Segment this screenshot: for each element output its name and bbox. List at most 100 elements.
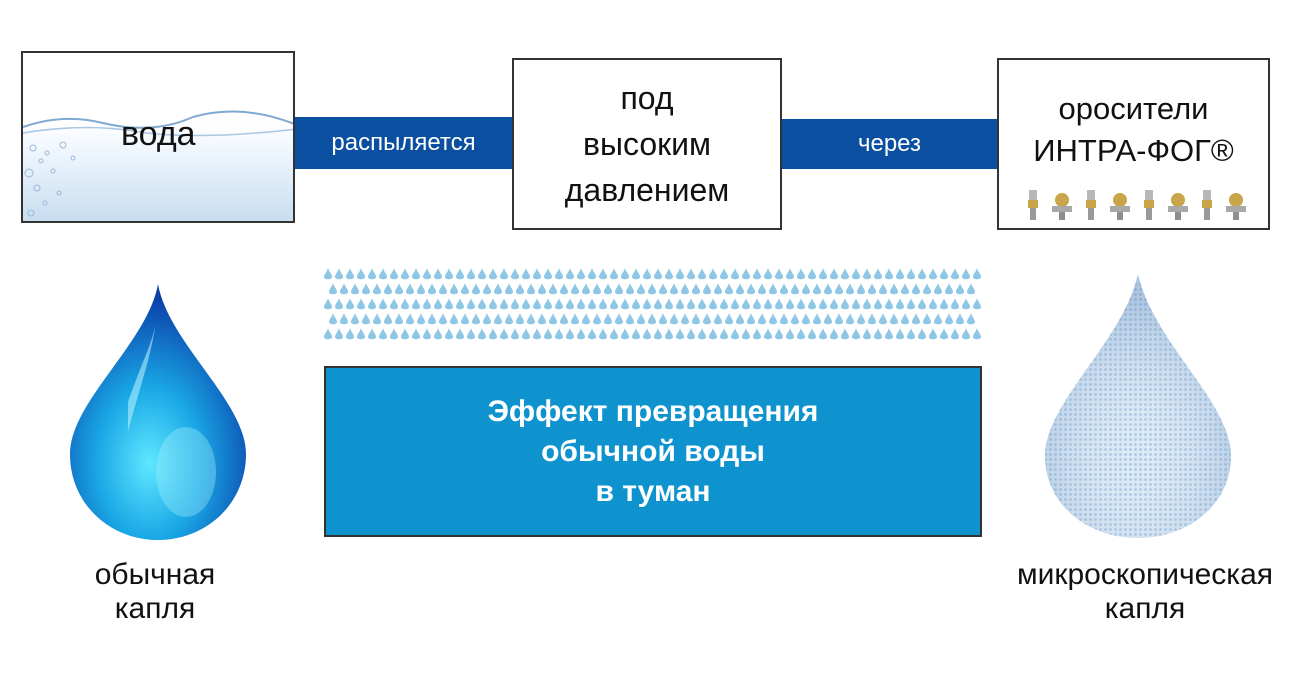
fog-droplet [962,268,970,280]
fog-droplet [621,268,629,280]
pressure-box: под высоким давлением [512,58,782,230]
fog-droplet [797,298,805,310]
sprinkler-nozzle-icon [1168,193,1188,220]
fog-droplet [775,328,783,340]
fog-droplet [494,313,502,325]
fog-droplet [681,313,689,325]
fog-droplet [566,268,574,280]
fog-droplet [868,313,876,325]
fog-droplet [813,313,821,325]
fog-droplet [703,313,711,325]
fog-droplet [412,328,420,340]
fog-droplet [599,328,607,340]
sprinkler-nozzle-icon [1110,193,1130,220]
fog-droplet [379,298,387,310]
fog-droplet [445,328,453,340]
fog-droplet [511,328,519,340]
water-splash-image [23,110,293,221]
fog-droplet [489,328,497,340]
fog-droplet [390,328,398,340]
fog-droplet [516,283,524,295]
fog-droplet [736,313,744,325]
fog-droplet [720,298,728,310]
fog-droplet [912,313,920,325]
fog-droplet [940,268,948,280]
fog-droplet [687,328,695,340]
fog-droplet [478,298,486,310]
fog-droplet [577,268,585,280]
fog-droplet [588,268,596,280]
fog-droplet [819,298,827,310]
fog-droplet [395,313,403,325]
fog-droplet [709,268,717,280]
fog-droplet [329,313,337,325]
fog-droplet [901,313,909,325]
fog-droplet [753,328,761,340]
fog-droplet [951,268,959,280]
fog-droplet [632,268,640,280]
fog-droplet [709,328,717,340]
fog-droplet [527,283,535,295]
fog-droplet [973,268,981,280]
fog-droplet [758,313,766,325]
fog-droplet [929,328,937,340]
fog-droplet [791,283,799,295]
fog-droplet [516,313,524,325]
fog-droplet [379,268,387,280]
fog-droplet [863,268,871,280]
fog-droplet [423,328,431,340]
fog-droplet [654,298,662,310]
fog-droplet [566,298,574,310]
fog-droplet [874,268,882,280]
fog-droplet [681,283,689,295]
fog-droplet [852,268,860,280]
fog-droplet [885,298,893,310]
fog-droplet [401,268,409,280]
fog-droplet [665,268,673,280]
fog-droplet [544,328,552,340]
fog-droplet [555,328,563,340]
fog-droplet [775,298,783,310]
fog-droplet [478,328,486,340]
fog-droplet [929,268,937,280]
fog-droplet [890,283,898,295]
fog-droplet [324,298,332,310]
effect-title: Эффект превращения обычной воды в туман [487,394,819,508]
fog-droplet [912,283,920,295]
fog-droplet [764,298,772,310]
fog-droplet [632,298,640,310]
fog-droplet [582,313,590,325]
fog-droplet [357,268,365,280]
fog-droplet [879,313,887,325]
fog-droplet [373,313,381,325]
fog-droplet [753,268,761,280]
fog-droplet [731,298,739,310]
fog-droplet [549,283,557,295]
fog-droplet [379,328,387,340]
fog-droplet [456,268,464,280]
sprinkler-nozzle-icon [1086,190,1096,220]
fog-droplet [714,283,722,295]
fog-droplet [588,298,596,310]
fog-droplet [450,283,458,295]
fog-droplet [467,328,475,340]
fog-droplet [533,328,541,340]
fog-droplet [340,283,348,295]
fog-droplet [846,313,854,325]
fog-droplet [544,268,552,280]
fog-droplet [384,313,392,325]
fog-droplet [588,328,596,340]
fog-droplet [967,283,975,295]
fog-droplet [478,268,486,280]
fog-droplet [505,283,513,295]
fog-droplet [472,313,480,325]
fog-droplet [786,328,794,340]
fog-droplet [412,268,420,280]
fog-droplet [890,313,898,325]
fog-droplet [599,268,607,280]
fog-droplet [907,328,915,340]
fog-droplet [494,283,502,295]
fog-droplet [676,268,684,280]
fog-droplet [571,313,579,325]
fog-droplet [676,298,684,310]
